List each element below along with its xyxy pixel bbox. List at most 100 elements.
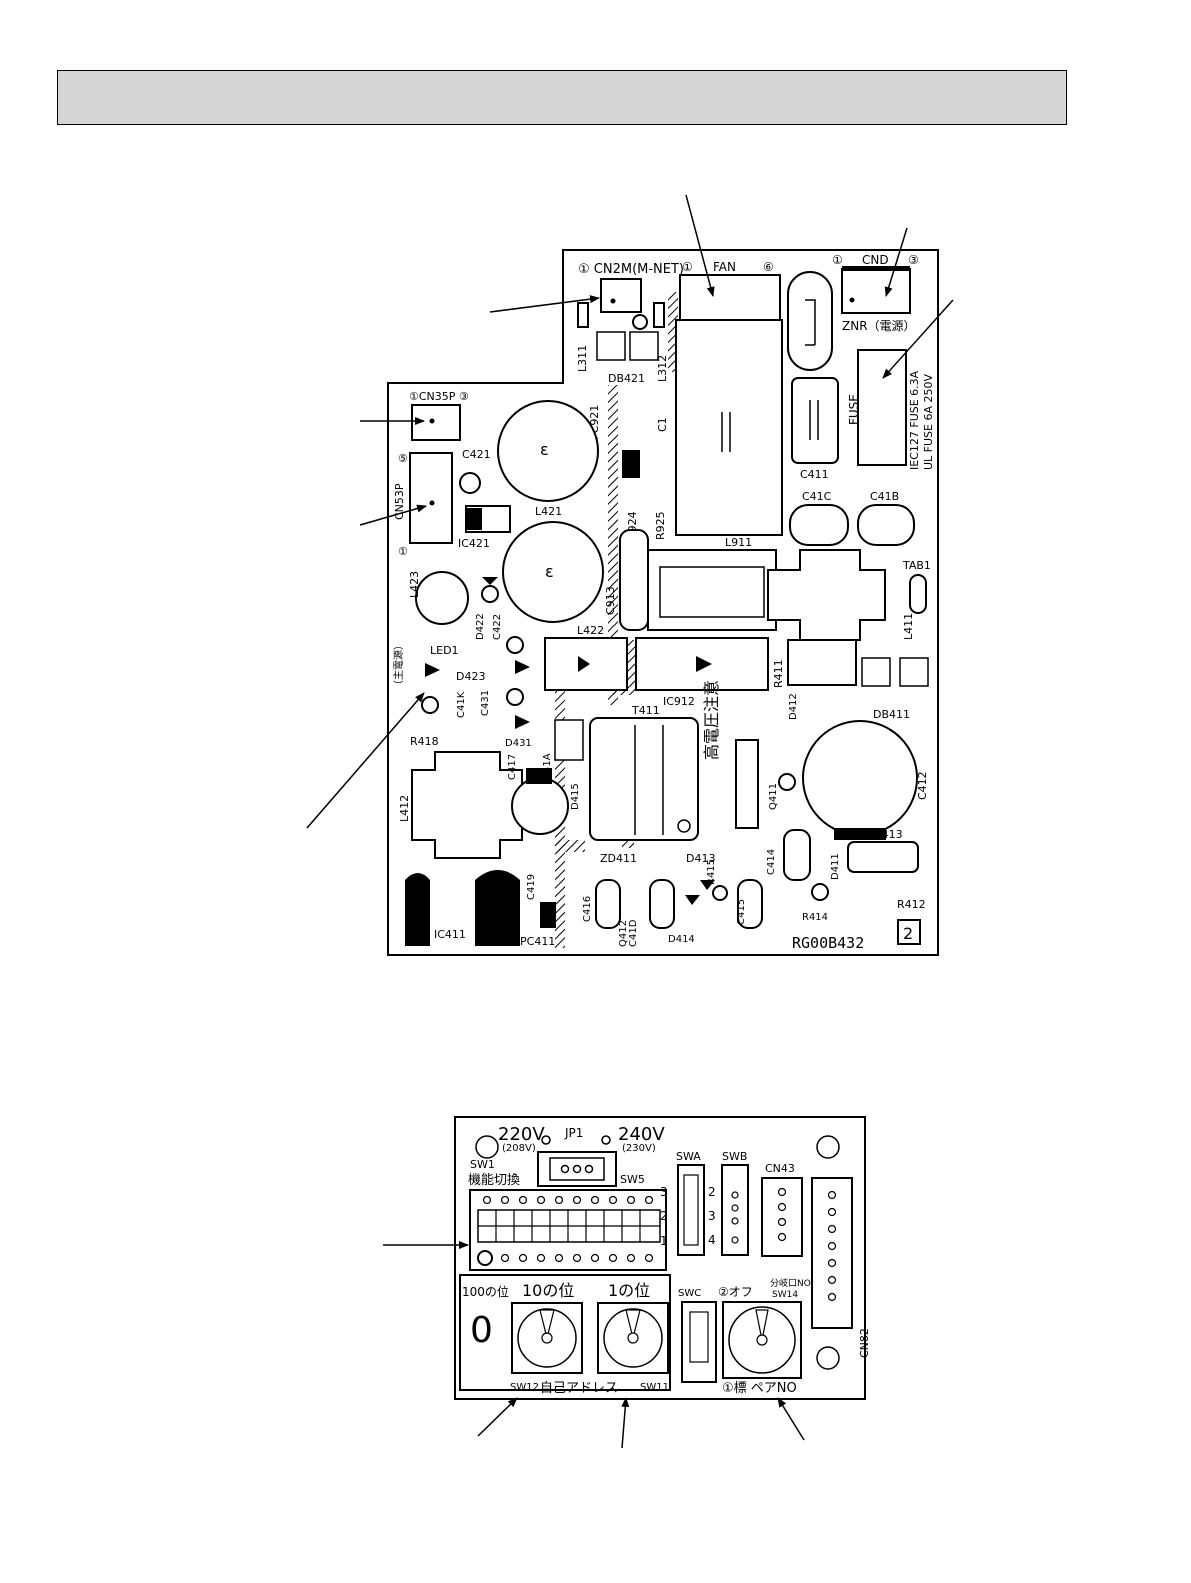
c412-label: C412 xyxy=(916,771,929,800)
swb-pos3: 3 xyxy=(708,1209,716,1223)
r411-label: R411 xyxy=(772,659,785,688)
self-address-label: 自己アドレス xyxy=(540,1381,618,1396)
cnd-pin1: ① xyxy=(832,253,843,267)
db411-label: DB411 xyxy=(873,708,910,721)
c41c-label: C41C xyxy=(802,490,832,503)
c416-label: C416 xyxy=(582,896,593,922)
l411-label: L411 xyxy=(902,613,915,640)
c41d-label: C41D xyxy=(628,919,639,947)
board-number: RG00B432 xyxy=(792,934,864,952)
off-mark-label: ②オフ xyxy=(718,1285,753,1299)
fuse-label: FUSE xyxy=(847,394,861,425)
fan-label: FAN xyxy=(713,260,736,274)
v208-label: (208V) xyxy=(502,1143,536,1154)
ic912-label: IC912 xyxy=(663,695,695,708)
sw12-label: SW12 xyxy=(510,1382,539,1393)
pair-no-label: ①標 ペアNO xyxy=(722,1381,797,1396)
swa-pos1: 1 xyxy=(660,1234,668,1248)
c413-label: C413 xyxy=(874,828,903,841)
l421-label: L421 xyxy=(535,505,562,518)
db421-label: DB421 xyxy=(608,372,645,385)
ones-label: 1の位 xyxy=(608,1281,650,1300)
cn53p-label: CN53P xyxy=(393,483,406,520)
address-board: 220V (208V) JP1 240V (230V) SW1 機能切換 SW5… xyxy=(454,1116,871,1400)
cn2m-label: ① CN2M(M-NET) xyxy=(578,262,684,277)
c415-label: C415 xyxy=(736,899,747,925)
hundreds-value: 0 xyxy=(470,1310,493,1351)
c41b-label: C41B xyxy=(870,490,899,503)
l312-label: L312 xyxy=(656,355,669,382)
board-rev: 2 xyxy=(903,924,913,943)
t411-label: T411 xyxy=(631,704,660,717)
v240-label: 240V xyxy=(618,1124,665,1145)
cn53p-pin5: ⑤ xyxy=(398,452,408,465)
q411-label: Q411 xyxy=(768,783,779,810)
branch-no-label: 分岐口NO xyxy=(770,1277,811,1289)
swa-pos3: 3 xyxy=(660,1185,668,1199)
cnd-pin3: ③ xyxy=(908,253,919,267)
v230-label: (230V) xyxy=(622,1143,656,1154)
c1-label: C1 xyxy=(656,417,669,432)
tens-label: 10の位 xyxy=(522,1281,574,1300)
swb-pos2: 2 xyxy=(708,1185,716,1199)
sw5-label: SW5 xyxy=(620,1173,645,1186)
sw14-label: SW14 xyxy=(772,1290,798,1300)
l422-label: L422 xyxy=(577,624,604,637)
hundreds-label: 100の位 xyxy=(462,1284,509,1299)
v220-label: 220V xyxy=(498,1124,545,1145)
c414-label: C414 xyxy=(766,849,777,875)
c431-label: C431 xyxy=(480,690,491,716)
fuse-rating1: IEC127 FUSE 6.3A xyxy=(908,370,921,470)
cn35p-label: ①CN35P ③ xyxy=(409,390,469,403)
fan-pin6: ⑥ xyxy=(763,260,774,274)
c419-label: C419 xyxy=(526,874,537,900)
fuse-rating2: UL FUSE 6A 250V xyxy=(922,374,935,470)
swb-pos4: 4 xyxy=(708,1233,716,1247)
d414-label: D414 xyxy=(668,934,695,945)
tab1-label: TAB1 xyxy=(902,559,931,572)
svg-text:ɛ: ɛ xyxy=(540,440,549,459)
power-board: ① CN2M(M-NET) ① FAN ⑥ ① CND ③ ZNR（電源） L3… xyxy=(387,249,939,956)
zd411-label: ZD411 xyxy=(600,852,637,865)
high-voltage-label: 高電圧注意 xyxy=(702,680,721,760)
main-power-label: （主電源） xyxy=(392,640,405,690)
swa-label: SWA xyxy=(676,1150,701,1163)
l311-label: L311 xyxy=(576,345,589,372)
c41a-label: C41A xyxy=(542,753,553,780)
d413-label: D413 xyxy=(686,852,715,865)
swb-label: SWB xyxy=(722,1150,747,1163)
header-bar xyxy=(57,70,1067,125)
c422-label: C422 xyxy=(492,614,503,640)
r412-label: R412 xyxy=(897,898,926,911)
fan-pin1: ① xyxy=(682,260,693,274)
znr-label: ZNR（電源） xyxy=(842,319,916,333)
svg-text:ɛ: ɛ xyxy=(545,562,554,581)
swc-label: SWC xyxy=(678,1288,701,1299)
d412-label: D412 xyxy=(788,693,799,720)
c41k-label: C41K xyxy=(456,691,467,718)
c417-label: C417 xyxy=(507,754,518,780)
q412-label: Q412 xyxy=(618,920,629,947)
cn43-label: CN43 xyxy=(765,1162,795,1175)
c913-label: C913 xyxy=(604,586,617,615)
d423-label: D423 xyxy=(456,670,485,683)
sw1-label: SW1 xyxy=(470,1158,495,1171)
ic421-label: IC421 xyxy=(458,537,490,550)
led1-label: LED1 xyxy=(430,644,459,657)
r414-label: R414 xyxy=(802,912,828,923)
r418-label: R418 xyxy=(410,735,439,748)
ic411-label: IC411 xyxy=(434,928,466,941)
c411-label: C411 xyxy=(800,468,829,481)
cnd-label: CND xyxy=(862,253,889,267)
swa-pos2: 2 xyxy=(660,1209,668,1223)
jp1-label: JP1 xyxy=(564,1126,583,1140)
r415-label: R415 xyxy=(706,859,717,885)
sw11-label: SW11 xyxy=(640,1382,669,1393)
l423-label: L423 xyxy=(408,571,421,598)
d422-label: D422 xyxy=(475,613,486,640)
pc411-label: PC411 xyxy=(520,935,555,948)
d431-label: D431 xyxy=(505,738,532,749)
cn53p-pin1: ① xyxy=(398,545,408,558)
cn82-label: CN82 xyxy=(858,1328,871,1358)
